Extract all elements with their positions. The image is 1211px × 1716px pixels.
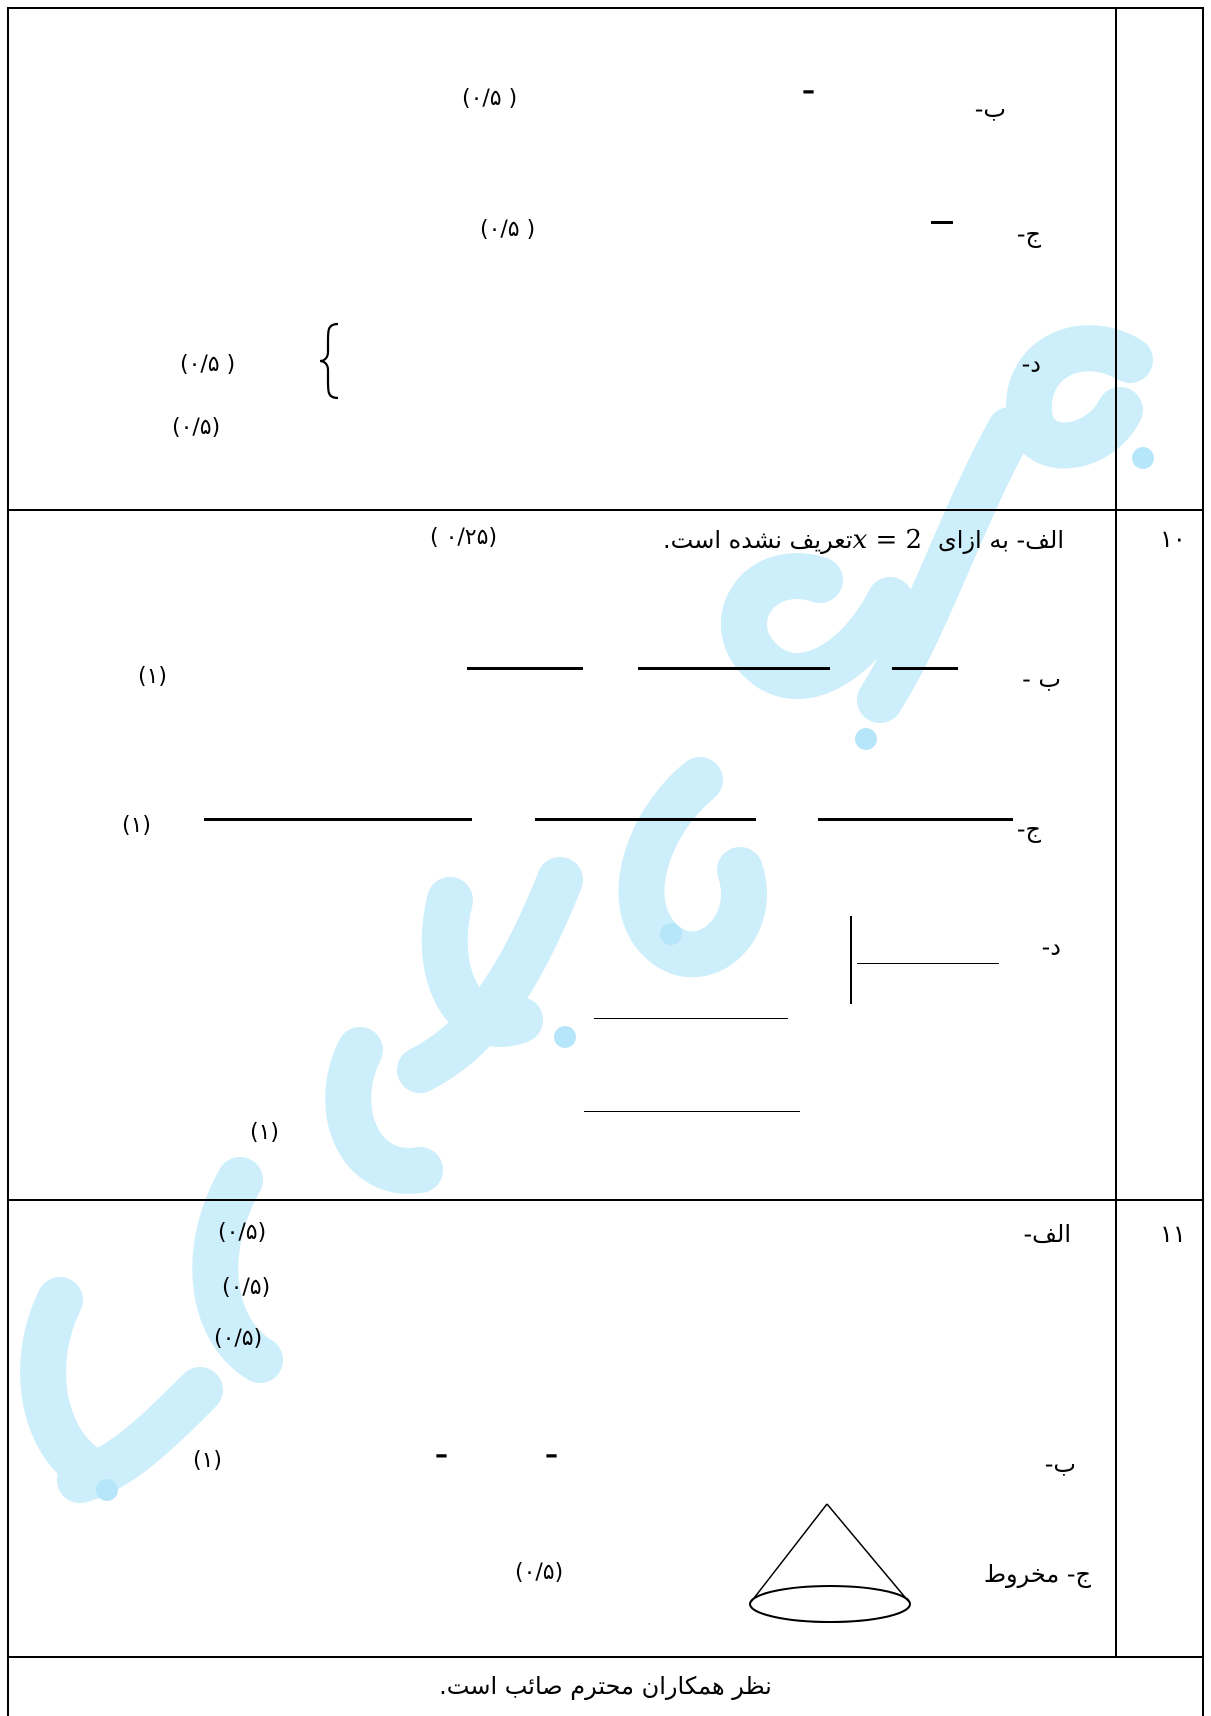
q11-part-a-points-1: (۰/۵): [218, 1220, 267, 1245]
q11-part-c-label: ج- مخروط: [983, 1560, 1091, 1588]
q10-part-d-blank-1: [857, 963, 999, 964]
q10-part-c-blank-1: [818, 818, 1013, 821]
q10-part-c-blank-2: [535, 818, 756, 821]
q9-part-c-dash: [931, 221, 953, 224]
q9-part-b-dash: –: [802, 76, 815, 106]
left-brace-icon: [319, 322, 339, 400]
table-border-right: [1202, 7, 1204, 1716]
q9-part-c-label: ج-: [1016, 220, 1041, 248]
q10-part-a-text: الف- به ازای x = 2 تعریف نشده است.: [663, 525, 1064, 555]
q9-part-b-label: ب-: [974, 95, 1006, 123]
row-divider-footer: [7, 1656, 1204, 1658]
q10-part-b-label: ب -: [1022, 665, 1061, 693]
q10-part-a-math-rest: = 2: [867, 525, 923, 555]
q9-part-c-points: (۰/۵ ): [480, 217, 536, 242]
q11-part-a-label: الف-: [1023, 1220, 1071, 1248]
q10-part-c-label: ج-: [1016, 815, 1041, 843]
q9-part-d-points-1: (۰/۵ ): [180, 352, 236, 377]
q9-part-d-label: د-: [1021, 350, 1041, 378]
q10-part-d-vertical-bar: [850, 916, 852, 1004]
table-border-top: [7, 7, 1204, 9]
q10-part-b-points: (۱): [138, 664, 167, 689]
table-border-left: [7, 7, 9, 1716]
q10-part-a-points: ( ۰/۲۵): [430, 525, 498, 550]
q10-part-d-blank-2: [594, 1018, 788, 1019]
question-number-10: ۱۰: [1160, 525, 1186, 553]
q10-part-b-blank-3: [467, 667, 583, 670]
q11-part-c-points: (۰/۵): [515, 1560, 564, 1585]
q10-part-d-blank-3: [584, 1111, 800, 1112]
q11-part-b-points: (۱): [193, 1448, 222, 1473]
q9-part-d-points-2: (۰/۵): [172, 415, 221, 440]
q10-part-c-points: (۱): [122, 813, 151, 838]
row-divider-q9-q10: [7, 509, 1204, 511]
q10-part-a-before: الف- به ازای: [938, 526, 1064, 554]
number-column-divider: [1115, 7, 1117, 1657]
q10-part-c-blank-3: [204, 818, 472, 821]
q11-part-a-points-2: (۰/۵): [222, 1275, 271, 1300]
q10-part-a-math: x = 2: [853, 525, 931, 555]
q11-part-b-label: ب-: [1044, 1450, 1076, 1478]
row-divider-q10-q11: [7, 1199, 1204, 1201]
q10-part-d-label: د-: [1041, 933, 1061, 961]
q10-part-a-math-var: x: [852, 525, 868, 555]
footer-note: نظر همکاران محترم صائب است.: [439, 1672, 772, 1700]
q9-part-b-points: (۰/۵ ): [462, 86, 518, 111]
q11-part-a-points-3: (۰/۵): [214, 1326, 263, 1351]
cone-diagram-icon: [749, 1503, 911, 1623]
q11-part-b-dash-1: –: [545, 1440, 558, 1470]
q10-part-b-blank-1: [892, 667, 958, 670]
q10-part-b-blank-2: [638, 667, 830, 670]
q11-part-b-dash-2: –: [435, 1440, 448, 1470]
question-number-11: ۱۱: [1160, 1220, 1186, 1248]
q10-part-d-points: (۱): [250, 1120, 279, 1145]
q10-part-a-after: تعریف نشده است.: [663, 526, 853, 554]
